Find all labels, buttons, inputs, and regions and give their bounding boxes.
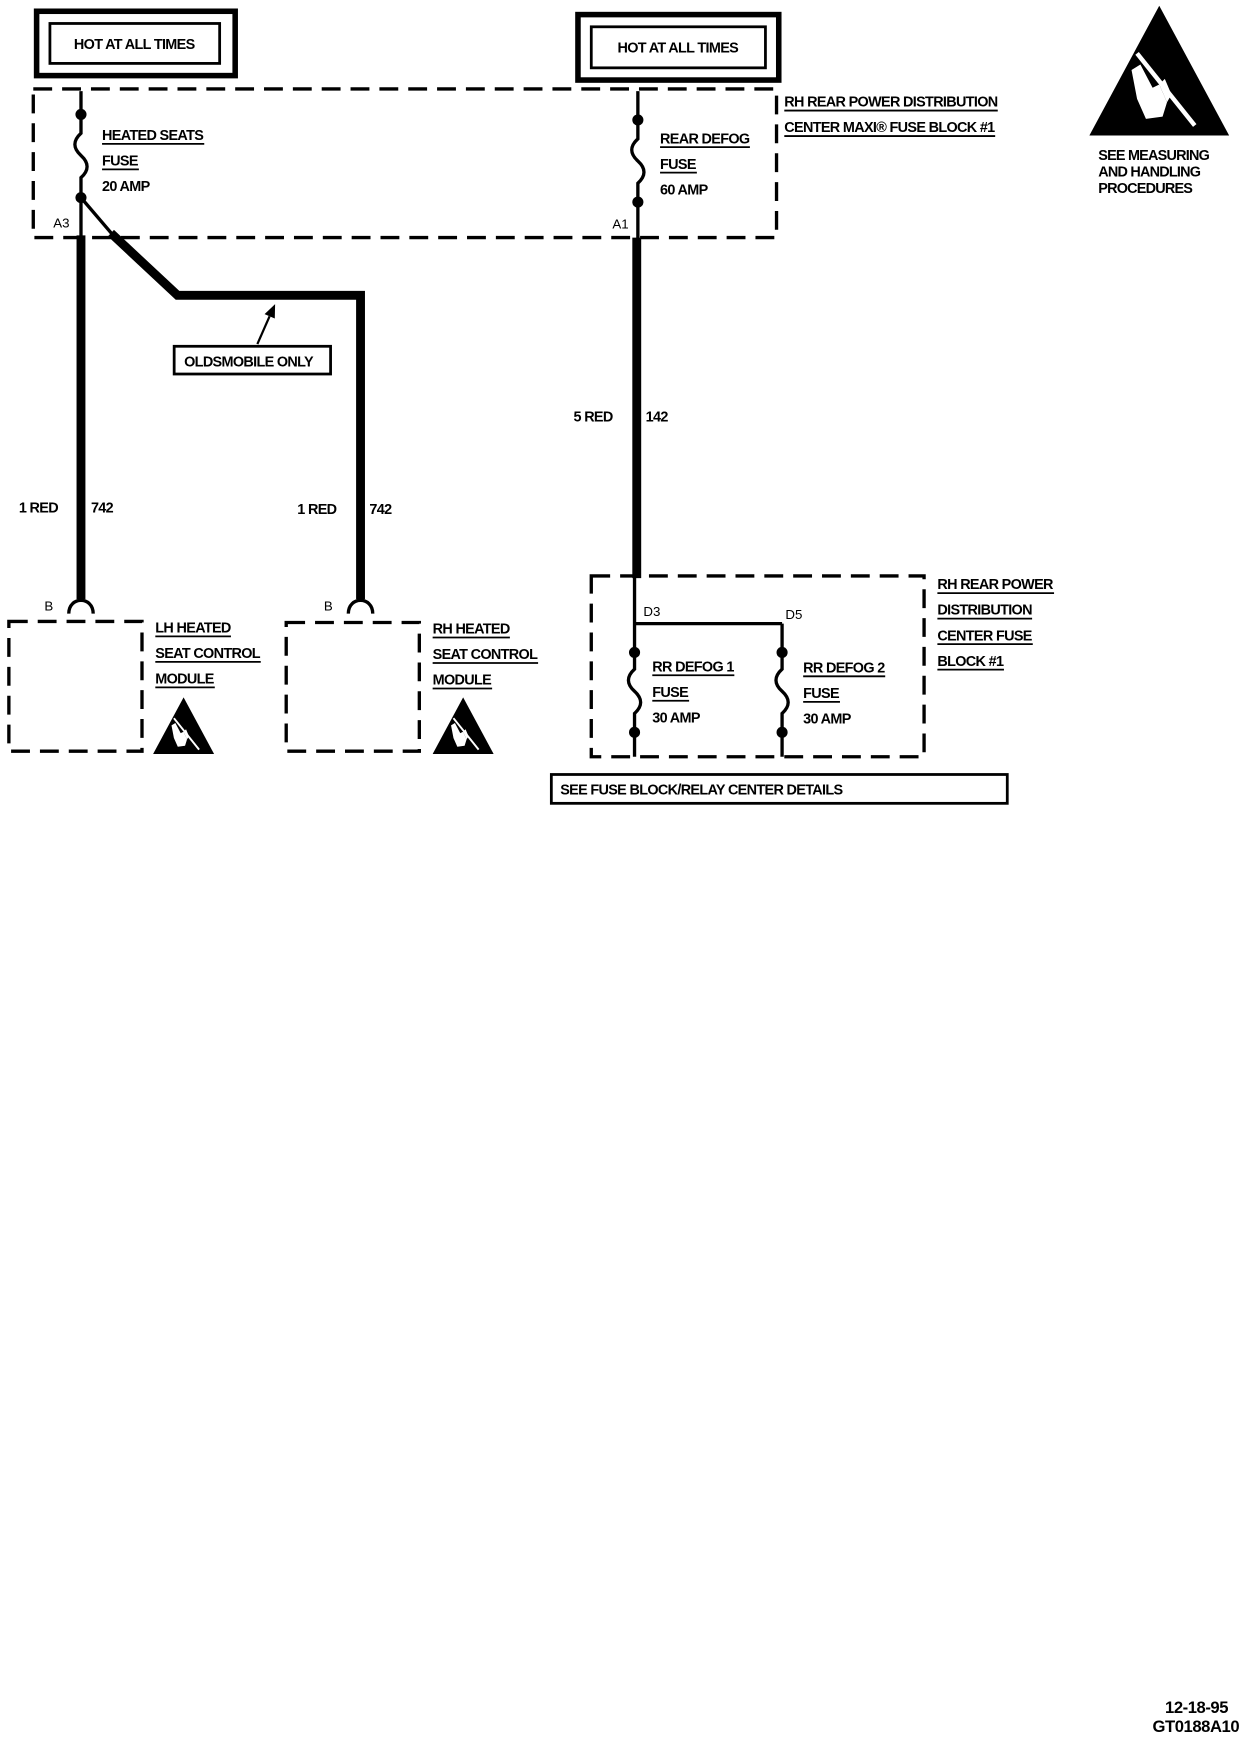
esd-notice-line-1: SEE MEASURING <box>1098 148 1209 164</box>
diagram-code: GT0188A10 <box>1153 1717 1240 1736</box>
power-source-heated-seats: HOT AT ALL TIMES <box>33 8 238 79</box>
fuse-type: FUSE <box>652 685 689 701</box>
circuit-742-wiring: 1 RED 742 1 RED 742 <box>19 196 393 600</box>
terminal-label: A1 <box>612 217 628 232</box>
maxi-fuse-block-name-line-2: CENTER MAXI® FUSE BLOCK #1 <box>784 120 995 136</box>
terminal-label: A3 <box>53 216 69 231</box>
rear-power-distribution-fuse-block: RH REAR POWER DISTRIBUTION CENTER FUSE B… <box>549 574 1055 805</box>
fuse-block-name-line-1: RH REAR POWER <box>937 577 1054 593</box>
fuse-rating: 20 AMP <box>102 179 151 195</box>
diagram-footer: 12-18-95 GT0188A10 <box>1153 1698 1240 1736</box>
rh-heated-seat-control-module: B RH HEATED SEAT CONTROL MODULE <box>284 598 539 755</box>
terminal-label: D3 <box>643 604 660 619</box>
fuse-rr-defog-1: D3 RR DEFOG 1 FUSE 30 AMP <box>626 604 735 757</box>
module-name-line-2: SEAT CONTROL <box>155 646 260 662</box>
module-outline <box>7 619 144 753</box>
power-source-inner-frame <box>589 25 767 70</box>
power-source-rear-defog: HOT AT ALL TIMES <box>575 11 782 83</box>
terminal-label: D5 <box>785 607 802 622</box>
fuse-rating: 60 AMP <box>660 182 709 198</box>
fuse-name: REAR DEFOG <box>660 131 750 147</box>
wire-circuit-label: 742 <box>91 501 114 517</box>
maxi-fuse-block: RH REAR POWER DISTRIBUTION CENTER MAXI® … <box>31 87 998 240</box>
splice-dot-icon <box>632 114 644 126</box>
fuse-icon <box>626 652 643 757</box>
fuse-rr-defog-2: D5 RR DEFOG 2 FUSE 30 AMP <box>774 607 886 757</box>
fuse-name: RR DEFOG 2 <box>803 660 885 676</box>
lh-heated-seat-control-module: B LH HEATED SEAT CONTROL MODULE <box>7 598 261 755</box>
hot-at-all-times-label: HOT AT ALL TIMES <box>617 40 739 56</box>
splice-dot-icon <box>632 196 644 208</box>
module-outline <box>284 620 421 753</box>
diagram-date: 12-18-95 <box>1165 1698 1228 1717</box>
connector-terminal-icon <box>67 598 95 614</box>
fuse-heated-seats: HEATED SEATS FUSE 20 AMP A3 <box>53 91 205 231</box>
fuse-type: FUSE <box>660 157 697 173</box>
callout-frame <box>172 344 332 376</box>
fuse-block-details-note: SEE FUSE BLOCK/RELAY CENTER DETAILS <box>549 773 1009 805</box>
module-name-line-2: SEAT CONTROL <box>433 647 538 663</box>
esd-sensitive-icon <box>153 696 215 755</box>
callout-arrow <box>256 315 271 345</box>
circuit-142-wiring: 5 RED 142 <box>574 202 669 579</box>
connector-label: B <box>44 598 53 613</box>
fuse-type: FUSE <box>803 686 840 702</box>
maxi-fuse-block-outline <box>31 87 779 240</box>
wire-color-label: 5 RED <box>574 410 613 426</box>
esd-notice-line-3: PROCEDURES <box>1098 181 1193 197</box>
wire-rh-742 <box>107 229 365 600</box>
wire-circuit-label: 742 <box>369 502 392 518</box>
fuse-icon <box>630 119 646 203</box>
connector-label: B <box>324 598 333 613</box>
module-name-line-1: LH HEATED <box>155 620 231 636</box>
wire-color-label: 1 RED <box>297 502 336 518</box>
power-source-inner-frame <box>48 22 222 65</box>
connector-terminal-icon <box>346 598 375 614</box>
splice-dot-icon <box>628 646 641 659</box>
note-frame <box>549 773 1009 805</box>
power-source-frame <box>575 11 782 83</box>
esd-sensitive-icon <box>432 696 494 755</box>
wire-color-label: 1 RED <box>19 501 58 517</box>
wire-circuit-label: 142 <box>646 410 669 426</box>
fuse-name: HEATED SEATS <box>102 128 204 144</box>
fuse-icon <box>73 114 89 198</box>
splice-dot-icon <box>776 646 788 659</box>
fuse-block-name-line-2: DISTRIBUTION <box>937 603 1032 619</box>
esd-sensitive-icon <box>1089 6 1229 136</box>
module-name-line-3: MODULE <box>155 672 214 688</box>
fuse-rating: 30 AMP <box>803 711 852 727</box>
fuse-name: RR DEFOG 1 <box>652 659 734 675</box>
module-name-line-1: RH HEATED <box>433 622 510 638</box>
arrowhead-icon <box>264 304 276 319</box>
fuse-block-name-line-4: BLOCK #1 <box>937 654 1004 670</box>
fuse-icon <box>774 652 790 757</box>
fuse-rating: 30 AMP <box>652 710 701 726</box>
fuse-rear-defog: REAR DEFOG FUSE 60 AMP A1 <box>612 91 751 232</box>
esd-notice-line-2: AND HANDLING <box>1098 165 1200 181</box>
module-name-line-3: MODULE <box>433 673 492 689</box>
callout-text: OLDSMOBILE ONLY <box>184 354 314 370</box>
power-source-frame <box>33 8 238 79</box>
maxi-fuse-block-name-line-1: RH REAR POWER DISTRIBUTION <box>784 95 997 111</box>
fuse-block-outline <box>589 574 926 759</box>
splice-dot-icon <box>628 726 641 738</box>
splice-dot-icon <box>75 108 87 120</box>
fuse-type: FUSE <box>102 153 139 169</box>
fuse-block-name-line-3: CENTER FUSE <box>937 628 1032 644</box>
esd-notice: SEE MEASURING AND HANDLING PROCEDURES <box>1089 6 1229 197</box>
hot-at-all-times-label: HOT AT ALL TIMES <box>74 37 196 53</box>
wire-stub <box>79 196 115 237</box>
oldsmobile-only-callout: OLDSMOBILE ONLY <box>172 304 332 376</box>
note-text: SEE FUSE BLOCK/RELAY CENTER DETAILS <box>560 782 843 798</box>
splice-dot-icon <box>776 726 788 738</box>
